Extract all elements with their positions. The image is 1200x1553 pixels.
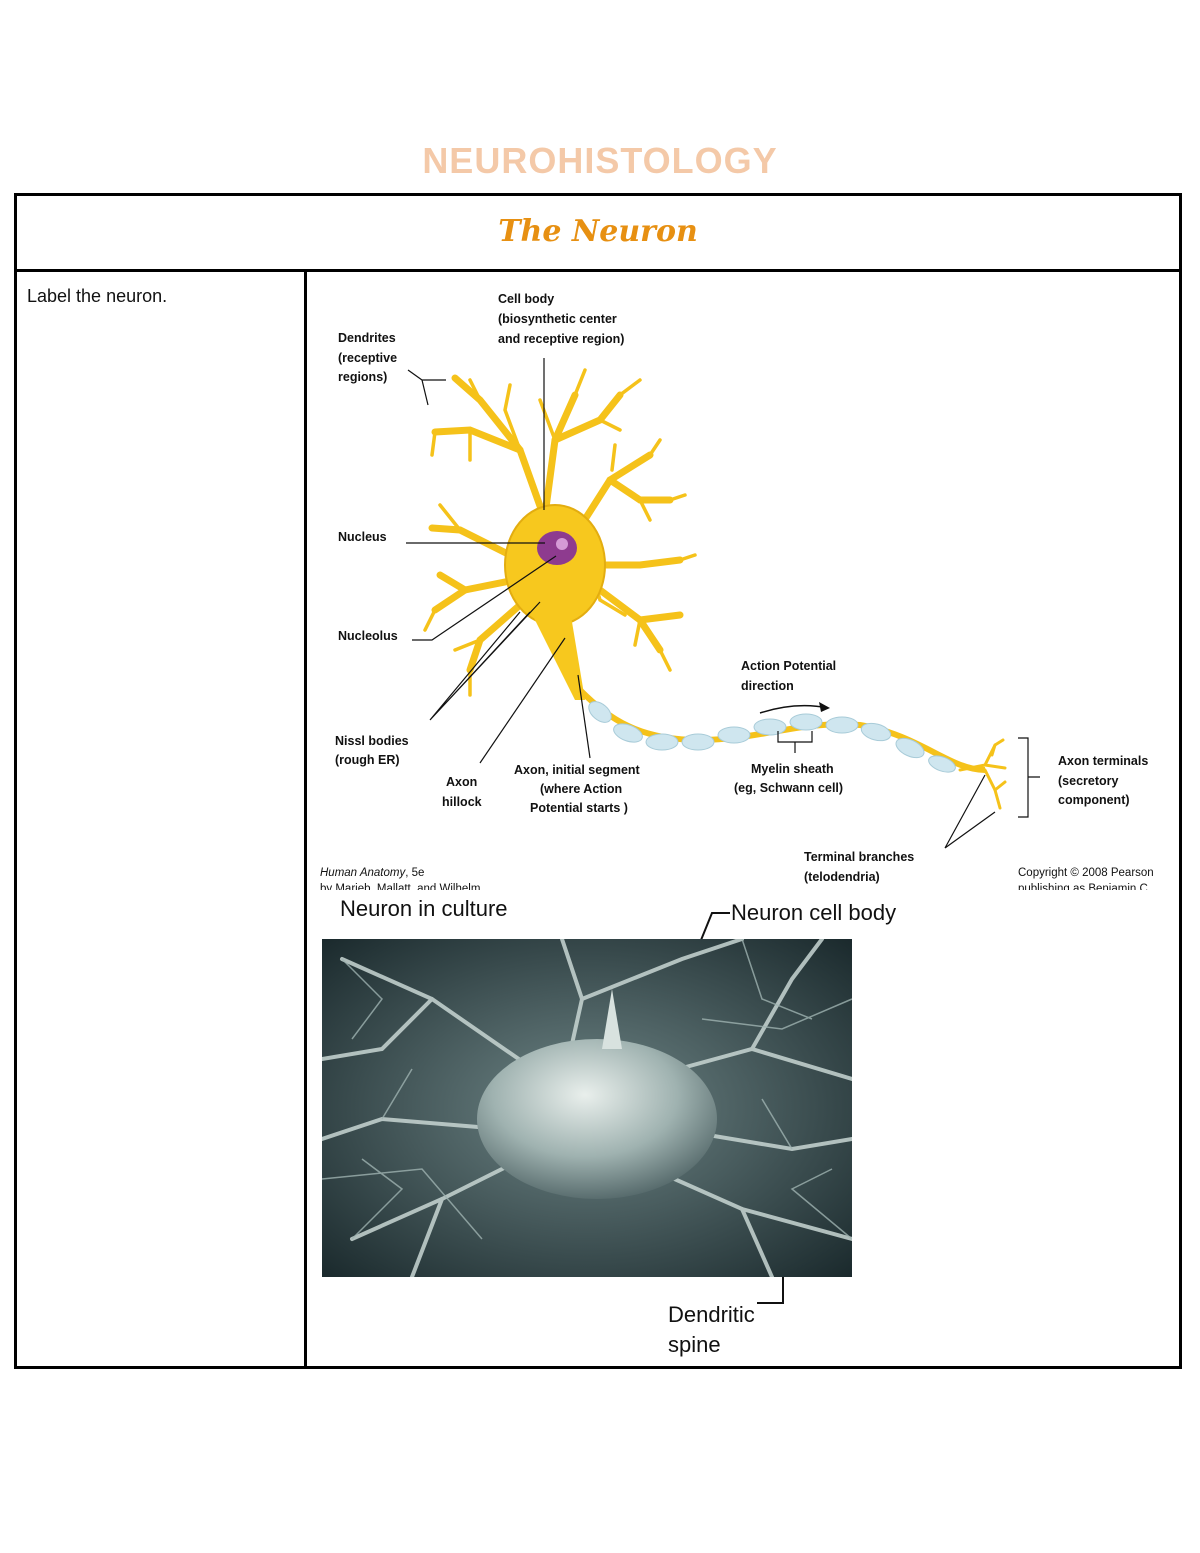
label-cell-body-detail: and receptive region) bbox=[498, 332, 625, 346]
leader-lines bbox=[406, 358, 1040, 849]
axon-terminals bbox=[958, 738, 1007, 810]
nucleolus bbox=[556, 538, 568, 550]
label-axon-terminals-detail: (secretory bbox=[1058, 774, 1119, 788]
credit-edition: , 5e bbox=[405, 867, 425, 879]
label-myelin-sheath: Myelin sheath bbox=[751, 762, 834, 776]
dendrites bbox=[423, 368, 697, 697]
label-neuron-cell-body: Neuron cell body bbox=[731, 900, 897, 925]
label-dendrites: Dendrites bbox=[338, 331, 396, 345]
action-potential-arrow bbox=[759, 704, 829, 714]
arrowhead-icon bbox=[819, 702, 830, 712]
label-nissl-bodies-detail: (rough ER) bbox=[335, 753, 400, 767]
axon-hillock bbox=[530, 610, 585, 700]
label-axon-hillock: Axon bbox=[446, 775, 478, 789]
document-title: NEUROHISTOLOGY bbox=[422, 140, 778, 181]
label-axon-initial-segment-detail: Potential starts ) bbox=[530, 801, 628, 815]
micrograph-title: Neuron in culture bbox=[340, 896, 508, 921]
label-terminal-branches-detail: (telodendria) bbox=[804, 870, 880, 884]
neuron-micrograph bbox=[322, 939, 852, 1277]
label-dendrites-detail: (receptive bbox=[338, 351, 398, 365]
label-terminal-branches: Terminal branches bbox=[804, 850, 915, 864]
label-cell-body-detail: (biosynthetic center bbox=[498, 312, 617, 326]
section-title: The Neuron bbox=[498, 214, 698, 249]
label-axon-initial-segment-detail: (where Action bbox=[540, 782, 623, 796]
myelin-sheath bbox=[588, 701, 956, 773]
label-axon-initial-segment: Axon, initial segment bbox=[514, 763, 640, 777]
label-axon-hillock: hillock bbox=[442, 795, 482, 809]
label-action-potential-detail: direction bbox=[741, 679, 794, 693]
credit-book-title: Human Anatomy bbox=[320, 867, 406, 879]
figure-credit-authors: by Marieb, Mallatt, and Wilhelm bbox=[320, 883, 481, 890]
label-nissl-bodies: Nissl bodies bbox=[335, 734, 409, 748]
label-myelin-sheath-detail: (eg, Schwann cell) bbox=[734, 781, 844, 795]
label-cell-body: Cell body bbox=[498, 292, 555, 306]
copyright-notice: Copyright © 2008 Pearson bbox=[1018, 867, 1154, 879]
label-action-potential: Action Potential bbox=[741, 659, 837, 673]
label-axon-terminals: Axon terminals bbox=[1058, 754, 1149, 768]
copyright-notice: publishing as Benjamin C bbox=[1018, 883, 1148, 890]
instruction-text: Label the neuron. bbox=[27, 286, 168, 306]
column-divider bbox=[304, 269, 307, 1366]
nucleus bbox=[537, 531, 577, 565]
label-nucleus: Nucleus bbox=[338, 530, 387, 544]
figure-credit: Human Anatomy, 5e bbox=[320, 866, 424, 881]
label-dendritic-spine: spine bbox=[668, 1332, 721, 1357]
label-dendritic-spine: Dendritic bbox=[668, 1302, 755, 1327]
label-axon-terminals-detail: component) bbox=[1058, 793, 1130, 807]
cell-body bbox=[504, 504, 606, 626]
label-dendrites-detail: regions) bbox=[338, 370, 388, 384]
label-nucleolus: Nucleolus bbox=[338, 629, 398, 643]
worksheet-table: The Neuron Label the neuron. bbox=[14, 193, 1182, 1369]
table-header-row: The Neuron bbox=[17, 196, 1179, 272]
